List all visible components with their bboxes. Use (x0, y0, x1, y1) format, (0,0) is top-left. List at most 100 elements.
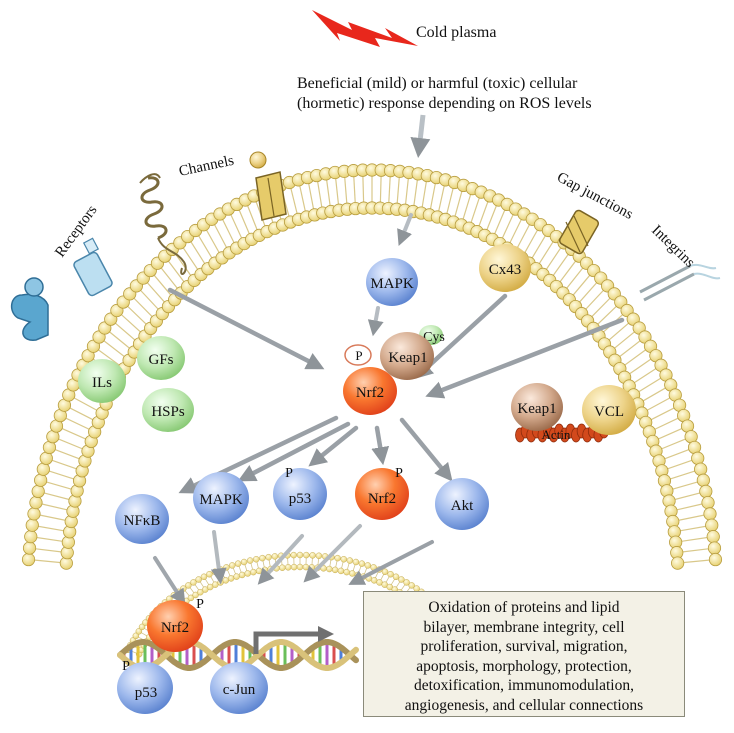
lipid-head (22, 541, 37, 555)
keap1-right-node (511, 383, 563, 431)
nfkb-node (115, 494, 169, 544)
ils-node (78, 359, 126, 403)
lipid-head (252, 556, 260, 563)
lipid-head (706, 530, 720, 544)
lipid-head (29, 496, 43, 510)
nrf2-center-label: Nrf2 (356, 385, 384, 401)
lipid-head (24, 530, 38, 544)
lipid-head (259, 554, 266, 562)
lightning-icon (312, 10, 418, 47)
hsps-label: HSPs (151, 404, 185, 420)
lipid-head (705, 518, 719, 532)
nrf2-mid-phospho-label: P (395, 466, 403, 481)
lipid-head (315, 552, 323, 560)
nrf2-mid-node (355, 468, 409, 520)
lipid-head (381, 568, 389, 576)
lipid-head (349, 570, 356, 577)
lipid-head (233, 573, 240, 580)
lipid-head (223, 564, 230, 571)
keap1-right-label: Keap1 (517, 401, 556, 417)
lipid-head (240, 558, 248, 566)
akt-label: Akt (451, 498, 474, 514)
lipid-head (398, 576, 405, 583)
cell-membrane (21, 163, 723, 570)
lipid-head (331, 566, 339, 574)
lipid-head (303, 551, 310, 559)
lipid-head (200, 573, 208, 581)
channels-label: Channels (178, 153, 236, 180)
lipid-head (408, 582, 415, 589)
lipid-head (352, 558, 360, 566)
lipid-head (246, 557, 254, 564)
integrin-icon (639, 263, 721, 302)
nrf2-mid-label: Nrf2 (368, 491, 396, 507)
lipid-head (34, 473, 48, 487)
lipid-head (132, 632, 140, 640)
lipid-head (290, 551, 297, 559)
lipid-head (699, 484, 713, 498)
lipid-head (195, 576, 202, 583)
stimulus-label: Cold plasma (416, 24, 496, 41)
lipid-head (326, 565, 333, 573)
p53-mid-node (273, 468, 327, 520)
lipid-head (222, 577, 230, 584)
lipid-head (192, 591, 199, 599)
lipid-head (309, 552, 316, 559)
receptor-icon (10, 237, 113, 341)
signaling-arrows (153, 213, 625, 606)
p53-dna-node (117, 662, 173, 714)
nfkb-label: NFκB (124, 513, 161, 529)
cjun-node (210, 662, 268, 714)
lipid-head (36, 462, 50, 476)
lipid-head (238, 571, 246, 579)
lipid-head (284, 564, 292, 571)
vcl-node (582, 385, 636, 435)
transcription-arrow (253, 631, 320, 654)
mapk-mid-node (193, 472, 249, 524)
outcome-line: Oxidation of proteins and lipid (428, 599, 620, 616)
lipid-head (250, 568, 257, 576)
outcome-line: proliferation, survival, migration, (420, 638, 628, 655)
actin-label: Actin (542, 427, 571, 442)
lipid-head (21, 552, 36, 567)
outcome-line: bilayer, membrane integrity, cell (423, 618, 625, 636)
lipid-head (265, 553, 272, 561)
gap-junctions-label: Gap junctions (554, 169, 636, 223)
lipid-head (691, 451, 705, 465)
response-label-line1: Beneficial (mild) or harmful (toxic) cel… (297, 75, 578, 92)
lipid-head (343, 568, 350, 576)
lipid-head (271, 553, 279, 560)
lipid-head (290, 563, 298, 571)
lipid-head (255, 567, 263, 575)
nrf2-dna-label: Nrf2 (161, 620, 189, 636)
lipid-head (707, 541, 722, 555)
cx43-label: Cx43 (489, 262, 522, 278)
outcome-line: detoxification, immunomodulation, (414, 677, 634, 694)
lipid-head (279, 564, 286, 571)
nrf2-dna-node (147, 600, 203, 652)
outcomes-box: Oxidation of proteins and lipid bilayer,… (363, 591, 685, 717)
akt-node (435, 478, 489, 530)
p53-mid-label: p53 (289, 491, 312, 507)
phosphate-node (344, 344, 372, 366)
lipid-head (358, 560, 366, 567)
ion-channel-icon (249, 151, 287, 221)
response-label-line2: (hormetic) response depending on ROS lev… (297, 95, 592, 112)
cjun-label: c-Jun (223, 682, 256, 698)
lipid-head (296, 551, 304, 559)
mapk-top-node (366, 258, 418, 306)
lipid-head (387, 570, 394, 578)
mapk-top-label: MAPK (370, 276, 414, 292)
nrf2-center-node (343, 367, 397, 415)
actin-filament (515, 423, 609, 443)
hsps-node (142, 388, 194, 432)
lipid-head (392, 573, 400, 581)
integrins-label: Integrins (648, 222, 698, 271)
cx43-node (479, 244, 531, 292)
lipid-head (227, 575, 235, 582)
p53-mid-phospho-label: P (285, 466, 293, 481)
transcription-arrow-head (318, 626, 334, 642)
lipid-head (696, 473, 710, 487)
lipid-head (185, 582, 192, 589)
